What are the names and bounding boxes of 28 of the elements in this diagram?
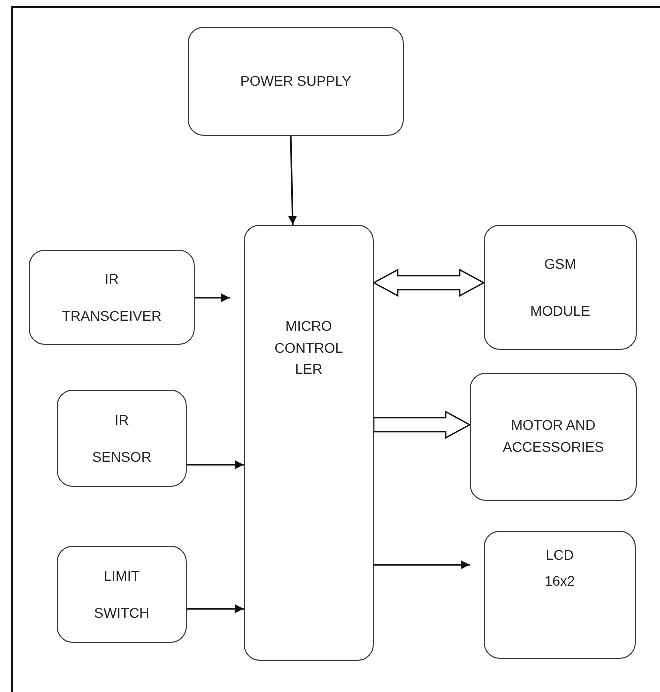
block-label: IR <box>105 270 119 288</box>
block-label: TRANSCEIVER <box>62 306 162 326</box>
arrow <box>195 293 230 302</box>
block-label: MICRO CONTROL LER <box>274 317 344 380</box>
block-box <box>57 546 187 643</box>
arrow <box>187 460 244 470</box>
arrow <box>288 136 298 226</box>
block-box <box>470 373 637 501</box>
block-label: 16x2 <box>544 572 576 590</box>
block-label: SWITCH <box>94 604 150 622</box>
block-label: POWER SUPPLY <box>240 72 352 91</box>
block-arrow <box>373 410 472 440</box>
block-label: MODULE <box>530 302 590 320</box>
block-box <box>484 225 637 350</box>
block-label: LCD <box>546 546 574 564</box>
block-arrow <box>372 268 486 298</box>
block-box <box>484 531 636 659</box>
block-label: SENSOR <box>92 448 152 466</box>
block-box <box>57 390 187 487</box>
block-label: GSM <box>544 254 576 274</box>
arrow <box>187 604 244 614</box>
block-box <box>244 225 374 661</box>
block-label: IR <box>115 410 129 429</box>
block-box <box>188 27 404 136</box>
arrow <box>374 560 470 570</box>
block-box <box>29 250 195 345</box>
block-label: LIMIT <box>104 566 140 585</box>
block-label: MOTOR AND ACCESSORIES <box>502 416 604 457</box>
